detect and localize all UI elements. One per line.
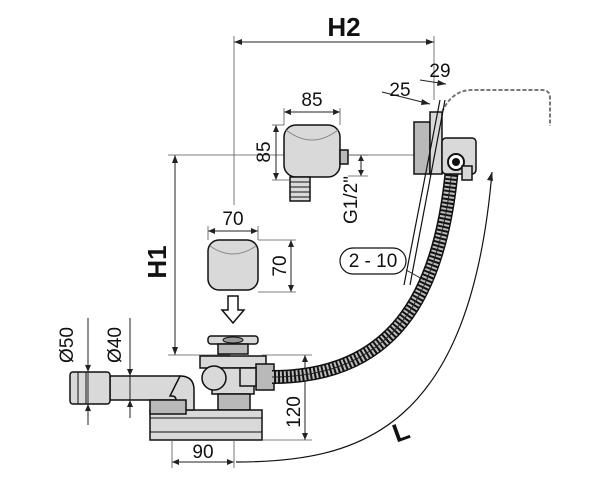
w90-label: 90 [192,442,213,463]
wall-thickness-range: 2 - 10 [339,247,425,281]
h2-dimension: H2 [233,12,435,205]
d29-label: 29 [429,61,450,82]
thread-label: G1/2" [341,176,362,224]
plug-cap: 70 70 [207,209,296,293]
width-90-dimension: 90 [171,440,235,468]
plug-height-label: 70 [270,255,291,276]
plug-width-label: 70 [222,209,243,230]
h2-label: H2 [327,12,360,42]
thread-dimension: G1/2" [341,154,368,224]
length-l-dimension: L [235,171,493,463]
wall-dimensions: 25 29 [381,61,451,105]
outlet-dimensions: Ø50 Ø40 [57,318,133,425]
arrow-down-icon [220,295,246,325]
overflow-unit [403,89,551,286]
overflow-height-label: 85 [254,141,275,162]
h1-dimension: H1 [142,154,420,356]
d50-label: Ø50 [57,327,78,363]
overflow-cover: 85 85 [254,90,349,202]
range-label: 2 - 10 [349,251,398,272]
l-label: L [388,415,413,449]
h1-label: H1 [142,245,172,278]
h120-label: 120 [284,396,305,428]
d40-label: Ø40 [105,327,126,363]
overflow-width-label: 85 [301,90,322,111]
flexible-hose [271,167,459,384]
drain-assembly [69,335,275,441]
d25-label: 25 [389,80,410,101]
height-120-dimension: 120 [262,354,312,441]
